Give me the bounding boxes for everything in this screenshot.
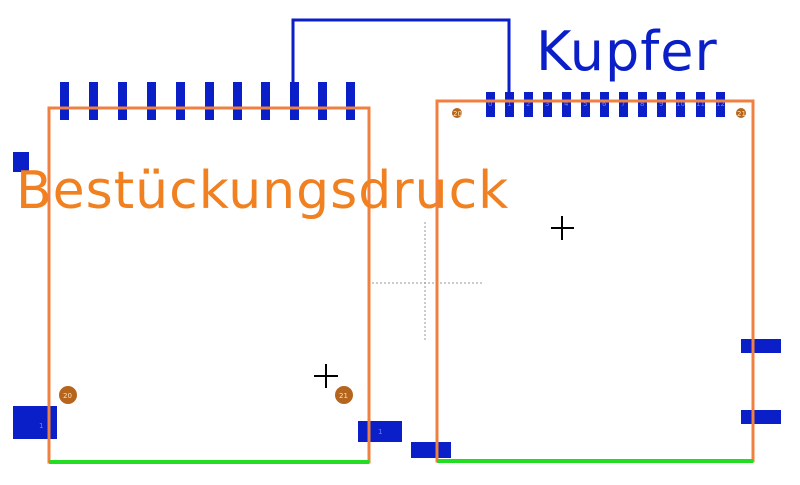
pad-label: 11 bbox=[696, 100, 705, 108]
hole-label: 20 bbox=[63, 392, 72, 400]
pad[interactable] bbox=[318, 82, 327, 120]
drill-hole[interactable] bbox=[736, 108, 746, 118]
pad-label: 10 bbox=[676, 100, 685, 108]
pad-label: 4 bbox=[564, 100, 569, 108]
pad-label: 1 bbox=[378, 428, 382, 436]
pad[interactable] bbox=[261, 82, 270, 120]
pad-label: 5 bbox=[583, 100, 587, 108]
left-top-pad-row bbox=[60, 82, 355, 120]
pad-label: 9 bbox=[659, 100, 663, 108]
center-guide bbox=[372, 222, 482, 342]
side-pad[interactable] bbox=[13, 152, 29, 172]
pad-label: 1 bbox=[39, 422, 43, 430]
pad[interactable] bbox=[89, 82, 98, 120]
pad[interactable] bbox=[524, 92, 533, 117]
pad-label: 0 bbox=[488, 100, 492, 108]
hole-label: 20 bbox=[453, 110, 462, 118]
pad[interactable] bbox=[716, 92, 725, 117]
pad[interactable] bbox=[657, 92, 666, 117]
pad[interactable] bbox=[176, 82, 185, 120]
pad-label: 3 bbox=[545, 100, 549, 108]
pad[interactable] bbox=[619, 92, 628, 117]
left-footprint[interactable]: 1 1 20 21 bbox=[13, 82, 402, 464]
pad[interactable] bbox=[205, 82, 214, 120]
pad[interactable] bbox=[562, 92, 571, 117]
hole-label: 21 bbox=[339, 392, 348, 400]
pad-label: 1 bbox=[507, 100, 511, 108]
copper-trace[interactable] bbox=[291, 18, 511, 95]
pad-label: 6 bbox=[602, 100, 607, 108]
drill-hole[interactable] bbox=[59, 386, 77, 404]
pad-label: 8 bbox=[640, 100, 644, 108]
origin-cross bbox=[551, 216, 574, 240]
drill-hole[interactable] bbox=[335, 386, 353, 404]
pad[interactable] bbox=[638, 92, 647, 117]
pad-label: 12 bbox=[716, 100, 725, 108]
copper-layer-label: Kupfer bbox=[536, 20, 718, 83]
pad[interactable] bbox=[543, 92, 552, 117]
pad[interactable] bbox=[696, 92, 705, 117]
side-pad[interactable] bbox=[411, 442, 451, 458]
origin-cross bbox=[314, 364, 338, 388]
pad[interactable] bbox=[233, 82, 242, 120]
side-pad[interactable] bbox=[741, 339, 781, 353]
side-pad[interactable] bbox=[741, 410, 781, 424]
pad[interactable] bbox=[486, 92, 495, 117]
pad-label: 2 bbox=[526, 100, 530, 108]
right-top-pad-row: 0 1 2 3 4 5 6 7 8 9 10 11 12 bbox=[486, 92, 725, 117]
pad[interactable] bbox=[60, 82, 69, 120]
hole-label: 21 bbox=[737, 110, 746, 118]
silkscreen-layer-label: Bestückungsdruck bbox=[16, 161, 509, 221]
drill-hole[interactable] bbox=[452, 108, 462, 118]
right-footprint[interactable]: 0 1 2 3 4 5 6 7 8 9 10 11 12 bbox=[411, 92, 781, 463]
pad-label: 7 bbox=[621, 100, 625, 108]
pad[interactable] bbox=[581, 92, 590, 117]
silkscreen-outline bbox=[435, 99, 755, 463]
pad[interactable] bbox=[676, 92, 685, 117]
pad[interactable] bbox=[290, 82, 299, 120]
pad[interactable] bbox=[600, 92, 609, 117]
pad[interactable] bbox=[118, 82, 127, 120]
pad[interactable] bbox=[505, 92, 514, 117]
pad[interactable] bbox=[346, 82, 355, 120]
pad[interactable] bbox=[147, 82, 156, 120]
